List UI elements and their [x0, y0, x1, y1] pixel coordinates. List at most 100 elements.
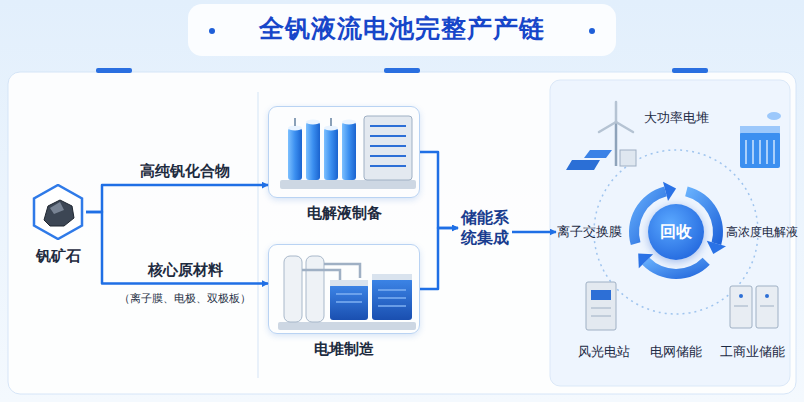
- electrolyte-plant-illustration: [370, 155, 406, 157]
- main-card: [8, 72, 796, 394]
- electrolyte-plant-illustration: [306, 120, 320, 125]
- electrolyte-plant-illustration: [370, 125, 406, 127]
- ring-segment: [685, 186, 723, 244]
- flow-arrow: [86, 212, 268, 284]
- flow-arrow: [86, 185, 268, 212]
- wind-solar-icon: [620, 150, 636, 166]
- stack-factory-illustration: [378, 297, 406, 299]
- electrolyte-plant-illustration: [342, 122, 356, 180]
- stack-factory-illustration: [336, 301, 362, 303]
- node-label: 电网储能: [650, 344, 702, 360]
- hexagon-outline: [30, 184, 86, 240]
- stack-factory-illustration: [330, 280, 368, 286]
- stack-factory-illustration: [302, 264, 360, 282]
- node-label: 高浓度电解液: [726, 225, 798, 240]
- cabinet-icon: [591, 308, 611, 309]
- stack-factory-illustration: [284, 256, 302, 322]
- node-label: 电堆制造: [229, 340, 459, 359]
- cycle-panel: [550, 80, 790, 386]
- electrolyte-plant-illustration: [364, 116, 412, 180]
- title-dot: [209, 28, 215, 34]
- section-divider: [257, 92, 259, 378]
- ring-segment: [629, 186, 667, 245]
- cabinet-pair-icon: [739, 294, 743, 298]
- stack-factory-illustration: [378, 289, 406, 291]
- stack-factory-illustration: [330, 284, 368, 320]
- wind-solar-icon: [615, 122, 618, 166]
- node-label: 风光电站: [578, 344, 630, 360]
- node-label: 回收: [660, 222, 692, 242]
- cabinet-pair-icon: [730, 286, 752, 328]
- ring-arrow-head: [663, 182, 676, 201]
- wind-solar-icon: [599, 102, 633, 132]
- ring-segment: [642, 258, 709, 279]
- stack-factory-illustration: [306, 256, 324, 322]
- cabinet-pair-icon: [765, 294, 769, 298]
- electrolyte-plant-illustration: [288, 128, 302, 180]
- electrolyte-plant-illustration: [280, 116, 416, 189]
- edge-label: 高纯钒化合物: [140, 162, 230, 181]
- diagram-title: 全钒液流电池完整产产链: [0, 12, 804, 45]
- card-tabs: [96, 68, 708, 73]
- node-label: 工商业储能: [720, 344, 785, 360]
- power-stack-icon: [773, 140, 775, 164]
- wind-solar-icon: [566, 160, 600, 170]
- wind-solar-icon: [584, 150, 612, 158]
- stack-factory-illustration: [336, 290, 406, 306]
- wind-solar-icon: [566, 102, 636, 170]
- ore-highlight: [50, 202, 64, 214]
- ring-arrow-head: [707, 241, 726, 254]
- card-tabs: [672, 68, 708, 73]
- stack-factory-illustration: [372, 274, 412, 280]
- node-label: 大功率电堆: [644, 110, 709, 126]
- power-stack-icon: [752, 140, 754, 164]
- power-stack-icon: [759, 140, 761, 164]
- power-stack-icon: [740, 112, 781, 168]
- card-tabs: [96, 68, 132, 73]
- hexagon-shape: [34, 185, 82, 239]
- cabinet-icon: [591, 290, 611, 300]
- cycle-item: 电网储能: [644, 342, 708, 362]
- cabinet-pair-icon: [730, 286, 778, 328]
- cycle-item: 工商业储能: [716, 342, 788, 362]
- power-stack-icon: [740, 132, 780, 168]
- stack-factory-illustration: [278, 256, 416, 330]
- cabinet-icon: [586, 282, 616, 330]
- electrolyte-plant-illustration: [306, 122, 320, 180]
- power-stack-icon: [745, 140, 747, 164]
- electrolyte-plant-illustration: [370, 165, 406, 167]
- electrolyte-plant-illustration: [342, 120, 356, 125]
- cycle-item: 离子交换膜: [556, 222, 622, 242]
- electrolyte-plant-illustration: [324, 128, 338, 180]
- power-stack-icon: [740, 126, 780, 133]
- node-label: 储能系统集成: [458, 208, 512, 248]
- electrolyte-plant-illustration: [324, 126, 338, 131]
- edge-label: 核心原材料: [148, 260, 223, 279]
- recycle-circle: 回收: [648, 204, 704, 260]
- stack-factory-illustration: [378, 305, 406, 307]
- power-stack-icon: [766, 140, 768, 164]
- title-tab: [188, 4, 616, 56]
- power-stack-icon: [767, 112, 781, 120]
- process-card: 电堆制造: [268, 244, 420, 334]
- stack-factory-illustration: [278, 322, 416, 330]
- electrolyte-plant-illustration: [294, 118, 296, 126]
- power-stack-icon: [746, 140, 774, 164]
- wind-solar-icon: [615, 102, 618, 122]
- stack-factory-illustration: [336, 293, 362, 295]
- node-label: 电解液制备: [229, 204, 459, 223]
- cycle-item: 大功率电堆: [636, 108, 716, 128]
- cycle-item: 风光电站: [572, 342, 636, 362]
- cabinet-icon: [591, 316, 611, 317]
- flow-arrow: [420, 152, 458, 228]
- wind-solar-icon: [616, 122, 633, 132]
- ring-arrow-head: [638, 253, 653, 268]
- stack-factory-illustration: [372, 278, 412, 320]
- cabinet-pair-icon: [756, 286, 778, 328]
- ore-hexagon: 钒矿石: [30, 184, 86, 240]
- flow-arrow: [420, 228, 458, 289]
- electrolyte-plant-illustration: [370, 126, 406, 166]
